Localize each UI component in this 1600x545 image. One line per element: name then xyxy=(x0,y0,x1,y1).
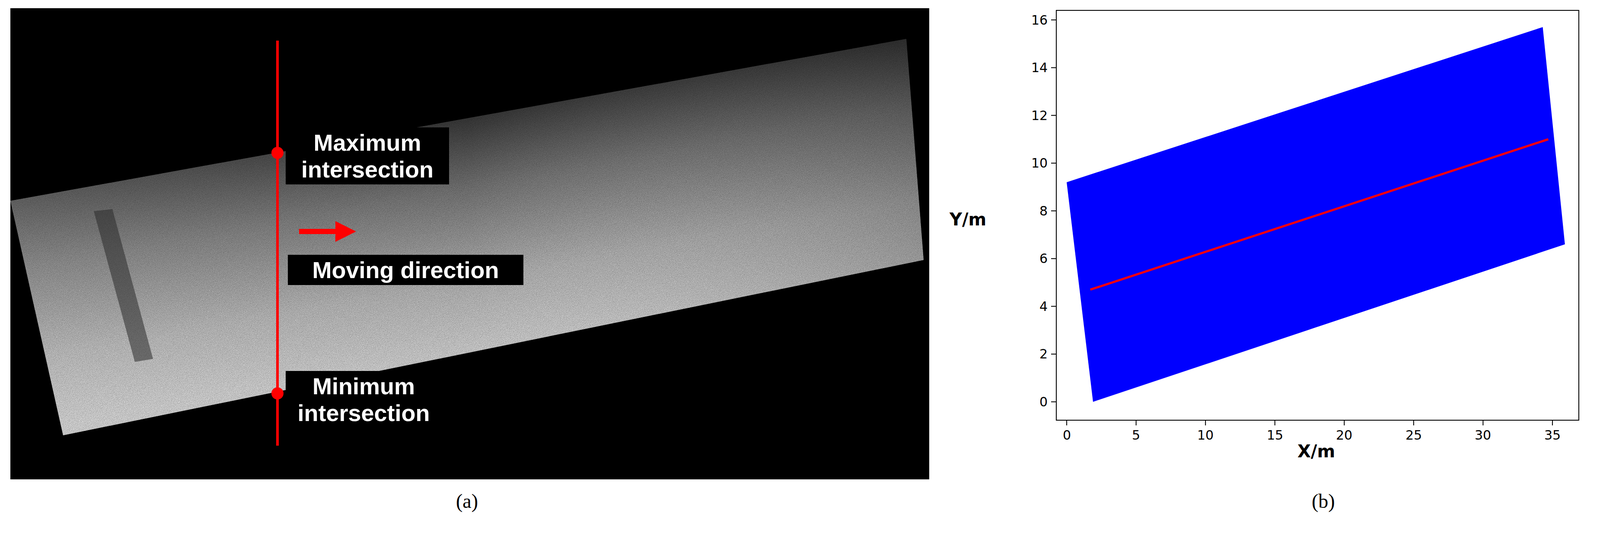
tick-mark xyxy=(1204,420,1206,426)
label-text: Maximum intersection xyxy=(290,129,445,183)
panel-caption: (a) xyxy=(455,490,479,514)
label-box: Minimum intersection xyxy=(285,371,442,429)
scan-line xyxy=(276,40,279,447)
plot-frame xyxy=(1056,10,1579,421)
tick-mark xyxy=(1482,420,1484,426)
tick-label: 10 xyxy=(1197,427,1214,444)
tick-mark xyxy=(1051,353,1057,355)
tick-mark xyxy=(1066,420,1068,426)
label-box: Maximum intersection xyxy=(285,127,450,185)
fitted-line xyxy=(1090,139,1549,291)
strip-noise xyxy=(10,38,924,436)
tick-label: 5 xyxy=(1131,427,1141,444)
direction-arrow xyxy=(299,229,346,235)
axis-label: X/m xyxy=(1297,441,1336,462)
tick-mark xyxy=(1274,420,1276,426)
tick-mark xyxy=(1051,67,1057,69)
tick-mark xyxy=(1552,420,1553,426)
intersection-dot xyxy=(271,387,284,400)
plot xyxy=(1051,10,1579,426)
dark-marking xyxy=(93,209,153,363)
tick-mark xyxy=(1051,258,1057,260)
tick-label: 10 xyxy=(1031,155,1048,171)
tick-label: 0 xyxy=(1039,394,1048,410)
tick-mark xyxy=(1413,420,1415,426)
tick-label: 0 xyxy=(1062,427,1071,444)
tick-mark xyxy=(1051,114,1057,116)
tick-mark xyxy=(1343,420,1345,426)
panel-caption: (b) xyxy=(1311,490,1336,514)
label-box: Moving direction xyxy=(287,254,524,286)
tick-label: 8 xyxy=(1039,203,1048,219)
tick-label: 14 xyxy=(1031,60,1048,76)
tick-label: 35 xyxy=(1544,427,1561,444)
tick-label: 6 xyxy=(1039,251,1048,267)
tick-mark xyxy=(1051,401,1057,403)
tick-label: 2 xyxy=(1039,346,1048,362)
tick-mark xyxy=(1135,420,1137,426)
label-text: Moving direction xyxy=(292,256,520,284)
tick-label: 12 xyxy=(1031,108,1048,124)
tick-label: 4 xyxy=(1039,299,1048,315)
tick-mark xyxy=(1051,305,1057,307)
tick-mark xyxy=(1051,162,1057,164)
tick-mark xyxy=(1051,210,1057,212)
point-cloud-strip xyxy=(10,38,924,436)
strip-shade xyxy=(10,38,924,436)
tick-mark xyxy=(1051,19,1057,21)
tick-label: 16 xyxy=(1031,12,1048,28)
tick-label: 30 xyxy=(1474,427,1492,444)
tick-label: 25 xyxy=(1405,427,1422,444)
tick-label: 15 xyxy=(1266,427,1284,444)
axis-label: Y/m xyxy=(949,209,987,230)
tick-label: 20 xyxy=(1335,427,1353,444)
intersection-dot xyxy=(271,146,284,160)
label-text: Minimum intersection xyxy=(290,372,438,427)
image-ground xyxy=(10,8,930,480)
points-region xyxy=(1066,27,1565,403)
